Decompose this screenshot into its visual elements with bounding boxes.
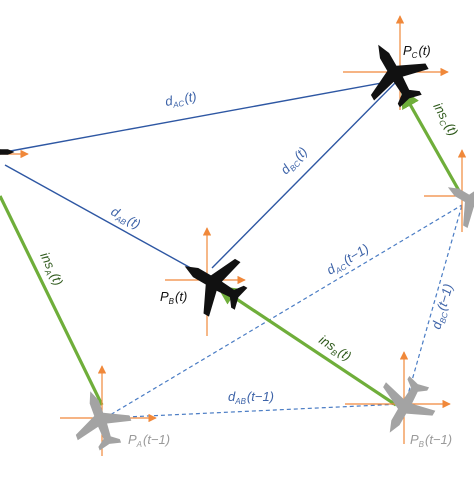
edge-d-ab-prev [104,403,403,419]
edge-ins-a [0,195,104,406]
edge-d-ab [4,164,199,273]
label-ins-b: insB(t) [315,332,354,365]
label-p-b-prev: PB(t−1) [410,432,452,449]
airplane-icon [383,375,436,433]
label-ins-c: insC(t) [429,100,462,139]
edge-ins-b [216,285,397,407]
label-ins-a: insA(t) [36,250,67,289]
edge-d-ac [4,79,399,153]
axis-cross-c-current [343,15,449,110]
label-p-b: PB(t) [160,289,187,306]
airplane-icon [184,258,248,317]
airplane-icon [370,44,429,108]
airplane-icon [447,181,474,229]
label-d-ab-prev: dAB(t−1) [228,389,274,406]
airplane-icon [0,135,15,169]
label-p-a-prev: PA(t−1) [128,432,170,449]
edge-d-bc-prev [404,204,463,406]
label-p-c: PC(t) [403,43,431,60]
label-d-bc-prev: dBC(t−1) [428,282,457,331]
label-d-ac: dAC(t) [164,89,198,111]
airplane-icon [75,391,132,451]
edge-d-ac-prev [104,204,463,419]
edge-d-bc [211,79,399,269]
label-d-ab: dAB(t) [108,204,144,234]
edge-ins-c [401,88,464,197]
